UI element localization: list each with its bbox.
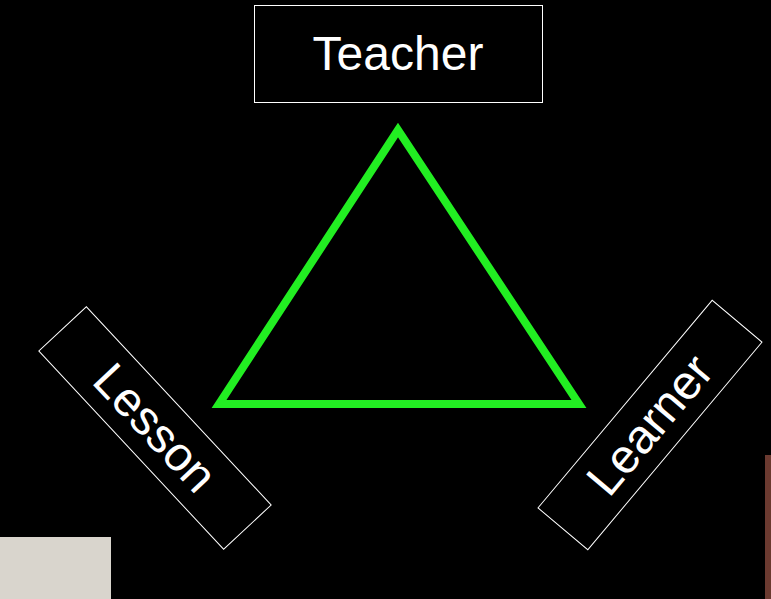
label-box: Teacher [254, 5, 543, 103]
label-box: Lesson [38, 306, 272, 550]
photo-fragment [765, 455, 771, 599]
node-label: Lesson [85, 355, 226, 501]
photo-fragment [0, 537, 111, 599]
node-label: Learner [578, 346, 721, 504]
node-label: Teacher [313, 30, 484, 78]
green-triangle [219, 130, 579, 404]
label-box: Learner [537, 300, 762, 551]
